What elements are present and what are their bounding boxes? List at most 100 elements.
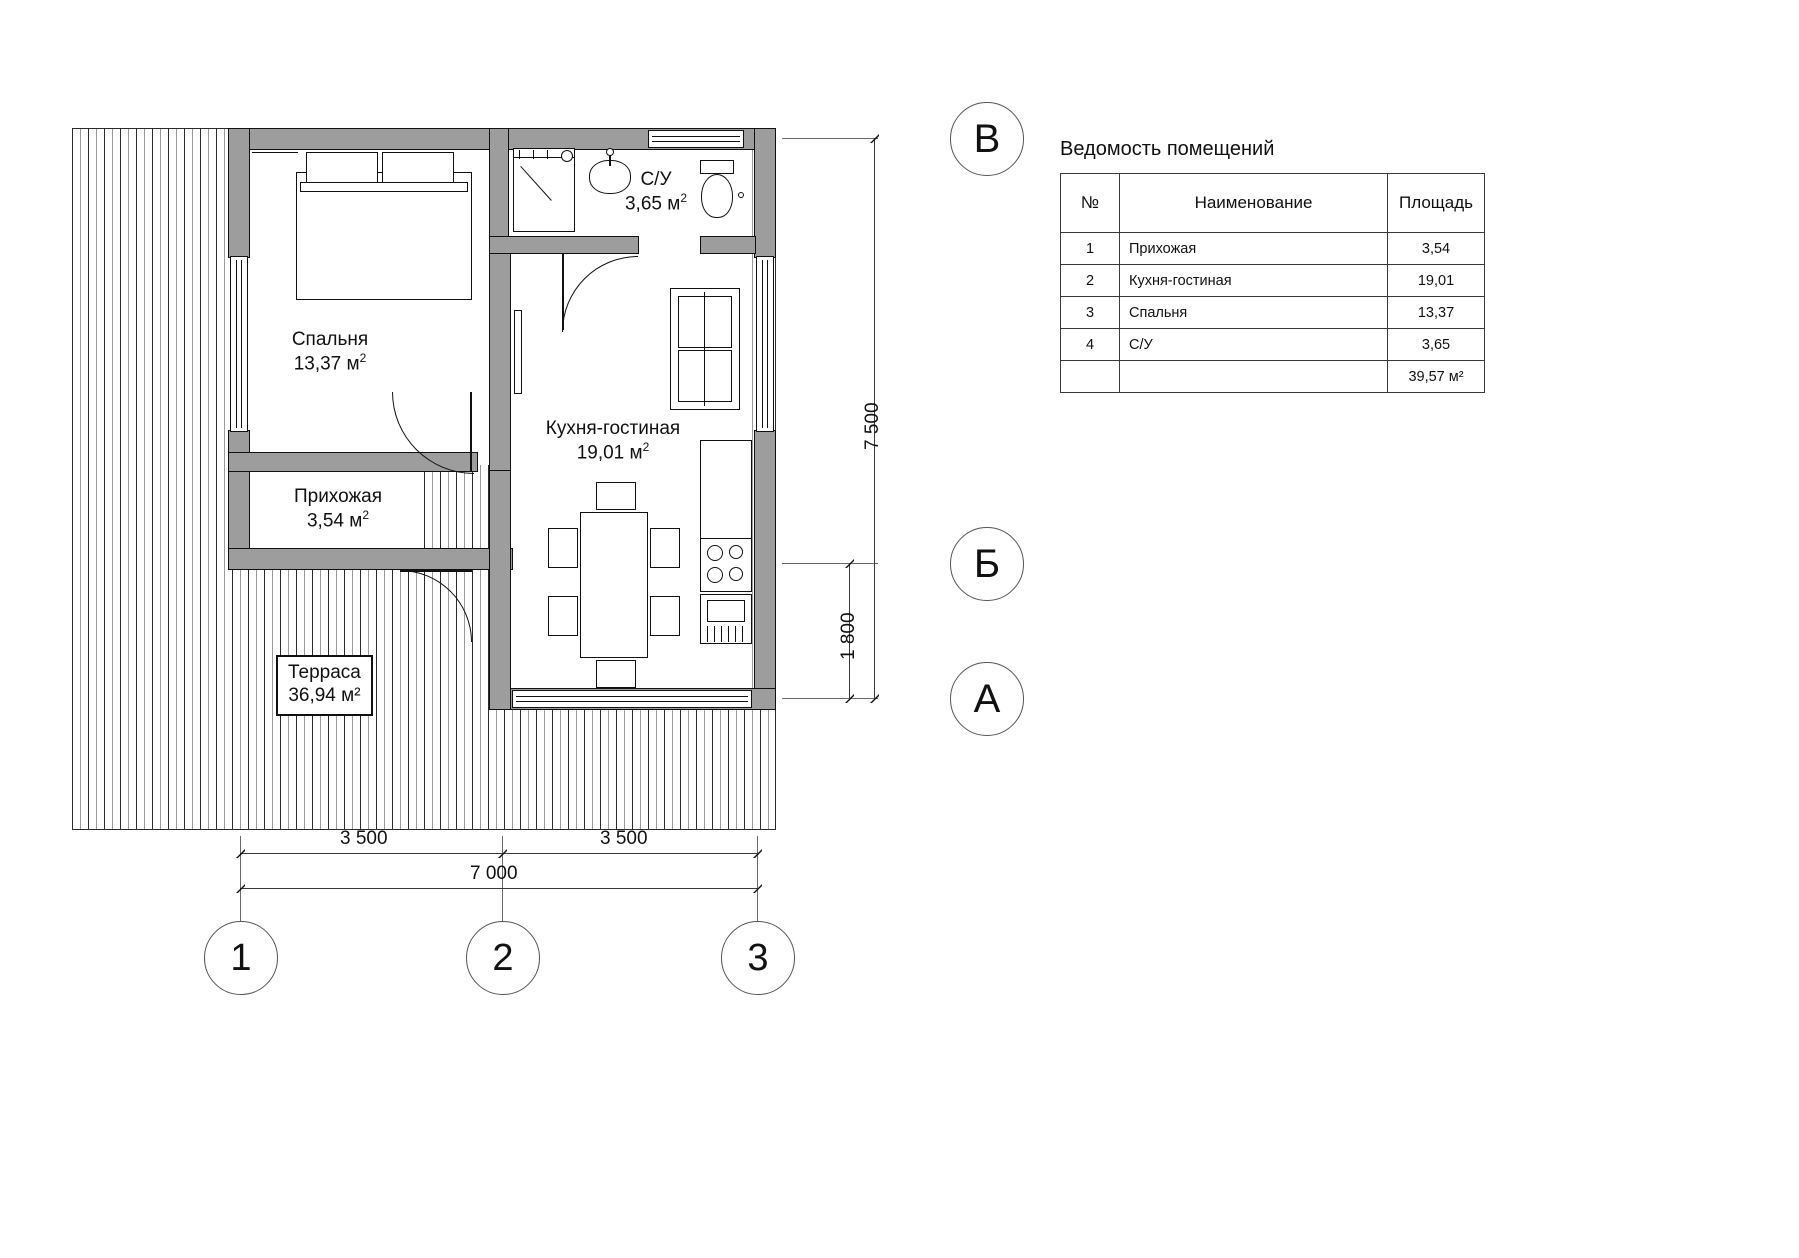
dining-table [580,512,648,658]
axis-bubble-3-label: 3 [747,937,769,979]
dim-tick-v2-top [845,559,854,568]
burner-3 [707,567,723,583]
ext-line-axis-b [782,563,878,564]
axis-bubble-b-label: Б [973,542,1001,586]
label-bedroom-area: 13,37 м2 [293,351,367,375]
door-bedroom-leaf [470,392,472,472]
axis-bubble-2-label: 2 [492,937,514,979]
dim-tick-v-bottom [870,694,879,703]
schedule-cell-area: 19,01 [1387,264,1485,297]
schedule-cell-name: С/У [1119,328,1388,361]
window-bedroom-west [230,256,248,432]
axis-bubble-v[interactable]: В [950,102,1024,176]
dim-tick-h-1 [236,849,245,858]
dim-text-horizontal-left: 3 500 [340,828,388,849]
wall-interior-bedroom-hallway [228,452,478,472]
schedule-total-num [1060,360,1120,393]
dim-line-vertical-total [874,138,875,698]
schedule-cell-num: 1 [1060,232,1120,265]
ext-line-axis-a [782,698,878,699]
wall-exterior-right-upper [754,128,776,258]
ext-line-axis-2 [502,836,503,946]
table-row: 2 Кухня-гостиная 19,01 [1060,264,1485,297]
toilet-bowl [701,174,733,218]
label-bedroom-name: Спальня [291,329,369,350]
axis-bubble-a[interactable]: А [950,662,1024,736]
schedule-cell-num: 4 [1060,328,1120,361]
label-terrace-area: 36,94 м² [288,684,361,706]
ext-line-axis-3 [757,836,758,946]
chair-left-2 [548,596,578,636]
schedule-cell-area: 3,54 [1387,232,1485,265]
bathtub-rim [513,148,575,158]
door-bathroom-leaf [562,254,564,330]
door-entrance-leaf [400,570,472,572]
toilet-dot [738,192,744,198]
pillow-left [306,152,378,184]
label-kitchen-living-area: 19,01 м2 [576,440,650,464]
window-bathroom-north [648,130,744,148]
door-kitchen-panel [514,310,522,394]
oven-grill-2 [714,626,715,642]
dim-line-horizontal-total [240,888,757,889]
dim-tick-h-3 [753,849,762,858]
axis-bubble-b[interactable]: Б [950,527,1024,601]
washbasin-tap-head [606,148,614,156]
burner-2 [729,545,743,559]
schedule-cell-area: 3,65 [1387,328,1485,361]
schedule-body: 1 Прихожая 3,54 2 Кухня-гостиная 19,01 3… [1060,232,1485,393]
ext-line-axis-v [782,138,878,139]
bed-frame [296,172,472,300]
ext-line-axis-1 [240,836,241,946]
wall-bathroom-bottom [489,236,639,254]
schedule-header-name: Наименование [1119,173,1388,233]
schedule-header-area: Площадь [1387,173,1485,233]
bed-side-line [252,152,298,154]
dim-text-horizontal-right: 3 500 [600,828,648,849]
dim-tick-v-top [870,134,879,143]
axis-bubble-2[interactable]: 2 [466,921,540,995]
label-bedroom: Спальня 13,37 м2 [245,328,415,376]
label-hallway: Прихожая 3,54 м2 [248,485,428,533]
schedule-title: Ведомость помещений [1060,138,1275,160]
oven-grill-3 [721,626,722,642]
schedule-table: № Наименование Площадь 1 Прихожая 3,54 2… [1060,173,1485,393]
wall-bathroom-bottom-right [700,236,756,254]
axis-bubble-1-label: 1 [230,937,252,979]
toilet-cistern [700,160,734,174]
schedule-total-row: 39,57 м² [1060,360,1485,393]
bathtub-faucet [561,150,573,162]
chair-right-1 [650,528,680,568]
table-row: 3 Спальня 13,37 [1060,296,1485,329]
axis-bubble-3[interactable]: 3 [721,921,795,995]
dim-line-vertical-partial [849,563,850,698]
bathtub-tap-2 [533,150,535,159]
schedule-header-num: № [1060,173,1120,233]
dim-line-horizontal-bays [240,853,757,854]
dim-tick-h-2 [498,849,507,858]
wall-hallway-bottom [228,548,513,570]
washbasin-tap [609,152,611,166]
oven-door [707,600,745,622]
schedule-cell-area: 13,37 [1387,296,1485,329]
chair-left-1 [548,528,578,568]
burner-4 [729,567,743,581]
sofa-split-line [704,292,706,406]
schedule-cell-name: Прихожая [1119,232,1388,265]
oven-grill-6 [742,626,743,642]
wall-bathroom-left [489,128,509,253]
window-kitchen-east [756,256,774,432]
chair-right-2 [650,596,680,636]
label-terrace: Терраса 36,94 м² [276,655,373,716]
dim-tick-v2-bottom [845,694,854,703]
chair-top [596,482,636,510]
label-terrace-name: Терраса [288,662,361,683]
dim-text-vertical-partial: 1 800 [838,612,859,660]
oven-grill-1 [707,626,708,642]
axis-bubble-1[interactable]: 1 [204,921,278,995]
label-bathroom: С/У 3,65 м2 [588,168,724,216]
label-bathroom-name: С/У [640,169,672,190]
schedule-cell-num: 2 [1060,264,1120,297]
chair-bottom [596,660,636,688]
